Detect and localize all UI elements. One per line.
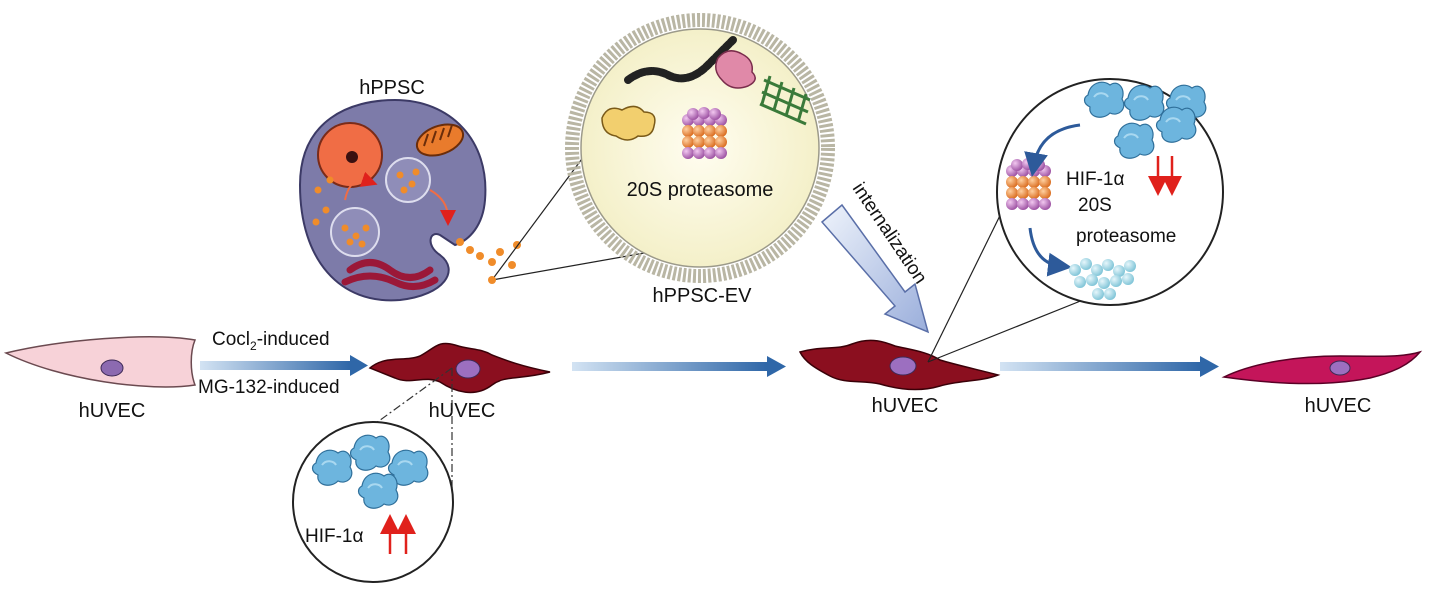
hif-up-label: HIF-1α bbox=[305, 526, 364, 547]
cocl2-main: Cocl bbox=[212, 329, 250, 350]
proteasome-icon bbox=[1006, 158, 1051, 210]
hif-protein-icon bbox=[311, 449, 353, 487]
hif-degradation-zoom bbox=[996, 78, 1224, 306]
huvec-label-3: hUVEC bbox=[872, 395, 939, 417]
hppsc-cell-icon bbox=[298, 98, 521, 302]
cocl2-sub: 2 bbox=[250, 339, 257, 353]
arrow-right-icon bbox=[200, 355, 368, 376]
zoom-line-deg-bottom bbox=[927, 297, 1089, 363]
huvec-label-1: hUVEC bbox=[79, 400, 146, 422]
huvec-cell-icon bbox=[798, 339, 1001, 391]
hif-protein-icon bbox=[1123, 84, 1165, 122]
zoom-line-ev-top bbox=[491, 147, 591, 281]
internalization-arrow bbox=[820, 203, 930, 334]
mg132-label: MG-132-induced bbox=[198, 377, 340, 398]
proteasome-icon bbox=[682, 107, 727, 159]
cocl2-label: Cocl2-induced bbox=[212, 329, 330, 353]
hif-protein-icon bbox=[357, 472, 399, 510]
arrow-right-icon bbox=[572, 356, 786, 377]
hif-protein-icon bbox=[1083, 81, 1125, 119]
ev-proteasome-label: 20S proteasome bbox=[627, 179, 774, 201]
proteasome-label-line2: proteasome bbox=[1076, 226, 1176, 247]
arrow-right-icon bbox=[1000, 356, 1219, 377]
cocl2-suffix: -induced bbox=[257, 329, 330, 350]
huvec-cell-icon bbox=[368, 342, 551, 394]
proteasome-label-line1: 20S bbox=[1078, 195, 1112, 216]
hif-down-label: HIF-1α bbox=[1066, 169, 1125, 190]
huvec-label-2: hUVEC bbox=[429, 400, 496, 422]
huvec-label-4: hUVEC bbox=[1305, 395, 1372, 417]
hppsc-label: hPPSC bbox=[359, 77, 425, 99]
huvec-cell-icon bbox=[1221, 350, 1423, 385]
ev-label: hPPSC-EV bbox=[653, 285, 753, 307]
huvec-cell-icon bbox=[3, 336, 197, 388]
zoom-line-ev-bottom bbox=[491, 251, 651, 281]
hif-protein-icon bbox=[1113, 122, 1155, 160]
peptide-fragments bbox=[1069, 258, 1136, 300]
ev-vesicle-icon bbox=[565, 13, 835, 283]
hif-protein-icon bbox=[349, 434, 391, 472]
hif-up-zoom bbox=[292, 421, 454, 583]
hif-protein-icon bbox=[1155, 106, 1197, 144]
